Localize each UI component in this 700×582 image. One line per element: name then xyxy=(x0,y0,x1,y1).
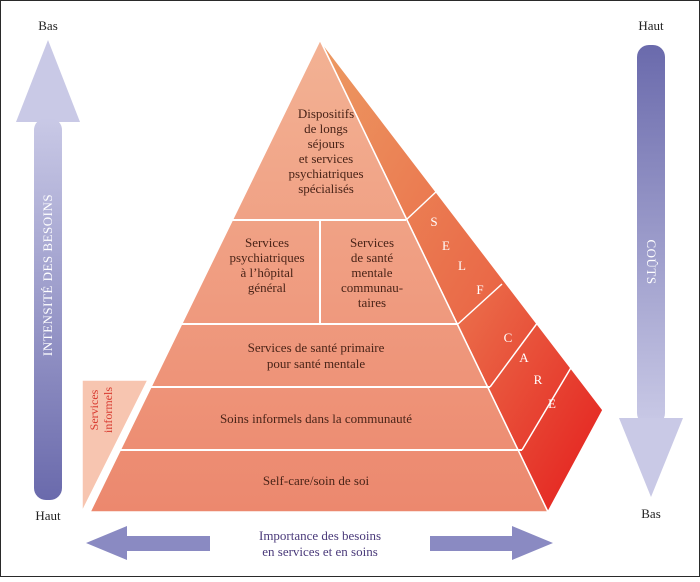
level-top-line-6: spécialisés xyxy=(298,181,354,196)
level-second-right-line-5: taires xyxy=(358,295,386,310)
level-base: Self-care/soin de soi xyxy=(263,473,370,488)
needs-intensity-arrow: Bas Haut INTENSITÉ DES BESOINS xyxy=(16,18,80,523)
level-fourth-line-1: Soins informels dans la communauté xyxy=(220,411,412,426)
level-third: Services de santé primaire pour santé me… xyxy=(248,340,385,371)
level-second-right-line-2: de santé xyxy=(351,250,393,265)
self-care-letter-a: A xyxy=(519,350,529,365)
right-axis-top-label: Haut xyxy=(638,18,664,33)
self-care-letter-l: L xyxy=(458,258,466,273)
level-second-right-line-4: communau- xyxy=(341,280,403,295)
level-top-line-3: séjours xyxy=(308,136,345,151)
level-base-line-1: Self-care/soin de soi xyxy=(263,473,370,488)
self-care-letter-e1: E xyxy=(442,238,450,253)
bottom-axis-line2: en services et en soins xyxy=(262,544,378,559)
right-arrow-shaft xyxy=(637,45,665,425)
informal-services-wedge xyxy=(81,379,150,513)
level-second-left-line-3: à l’hôpital xyxy=(240,265,293,280)
informal-services-line2: informels xyxy=(101,387,115,433)
bottom-left-arrow xyxy=(86,526,210,560)
level-second-right: Services de santé mentale communau- tair… xyxy=(341,235,403,310)
informal-services-line1: Services xyxy=(87,389,101,430)
right-axis-title: COÛTS xyxy=(644,239,659,284)
side-divider-3 xyxy=(489,317,542,388)
right-arrow-head xyxy=(619,418,683,497)
left-arrow-shaft xyxy=(34,118,62,500)
left-axis-bottom-label: Haut xyxy=(35,508,61,523)
level-second-left-line-4: général xyxy=(248,280,287,295)
self-care-letter-f: F xyxy=(476,282,483,297)
level-top-line-1: Dispositifs xyxy=(298,106,354,121)
level-top: Dispositifs de longs séjours et services… xyxy=(288,106,363,196)
self-care-letter-r: R xyxy=(534,372,543,387)
level-second-right-line-3: mentale xyxy=(351,265,392,280)
side-divider-1 xyxy=(405,189,439,221)
informal-services-panel: Services informels xyxy=(81,379,150,513)
level-second-left: Services psychiatriques à l’hôpital géné… xyxy=(229,235,304,295)
left-axis-title: INTENSITÉ DES BESOINS xyxy=(40,194,55,356)
self-care-letter-c: C xyxy=(504,330,513,345)
level-top-line-5: psychiatriques xyxy=(288,166,363,181)
left-arrow-head xyxy=(16,40,80,122)
level-third-line-1: Services de santé primaire xyxy=(248,340,385,355)
level-second-right-line-1: Services xyxy=(350,235,394,250)
left-axis-top-label: Bas xyxy=(38,18,58,33)
right-axis-bottom-label: Bas xyxy=(641,506,661,521)
self-care-letter-e2: E xyxy=(548,396,556,411)
level-third-line-2: pour santé mentale xyxy=(267,356,365,371)
level-fourth: Soins informels dans la communauté xyxy=(220,411,412,426)
self-care-letter-s: S xyxy=(430,214,437,229)
bottom-axis-line1: Importance des besoins xyxy=(259,528,381,543)
services-importance-arrows: Importance des besoins en services et en… xyxy=(86,526,553,560)
costs-arrow: Haut Bas COÛTS xyxy=(619,18,683,521)
level-second-left-line-2: psychiatriques xyxy=(229,250,304,265)
bottom-right-arrow xyxy=(430,526,553,560)
side-divider-4 xyxy=(521,365,573,451)
pyramid-front xyxy=(88,38,550,513)
level-top-line-2: de longs xyxy=(304,121,348,136)
level-top-line-4: et services xyxy=(299,151,354,166)
level-second-left-line-1: Services xyxy=(245,235,289,250)
side-divider-2 xyxy=(457,283,503,325)
